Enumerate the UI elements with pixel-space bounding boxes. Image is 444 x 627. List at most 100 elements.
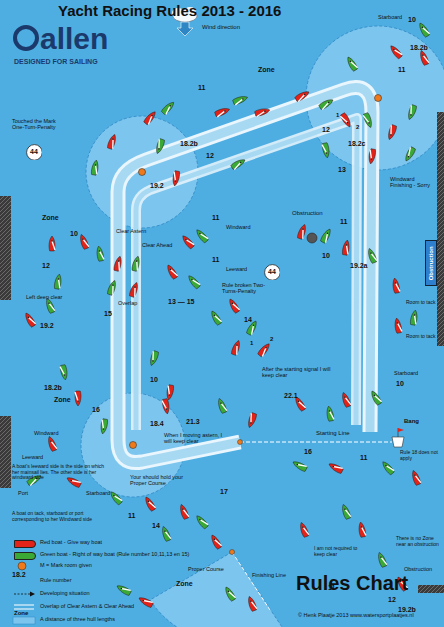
rule-number: 11 [212,256,219,264]
note-label: Wind direction [202,24,240,31]
note-label: Zone [176,580,193,588]
note-label: There is no Zone near an obstruction [396,536,442,547]
note-label: A boat on tack, starboard or port corres… [12,511,112,522]
note-label: After the starting signal I will keep cl… [262,366,334,378]
rule-number: 15 [104,310,112,318]
rule-number: 12 [42,262,50,270]
penalty-circle: 44 [264,264,281,281]
legend-item: Green boat - Right of way boat (Rule num… [12,550,242,560]
rule-number: 18.2c [348,140,366,148]
rule-number: 10 [408,16,416,24]
legend-item: Rule number [12,576,242,586]
note-label: Zone [258,66,275,74]
note-label: Starboard [378,14,402,20]
legend-text: Green boat - Right of way boat (Rule num… [40,551,189,557]
note-label: Starboard [86,490,110,496]
legend-sample [12,561,36,571]
rule-number: 14 [152,522,160,530]
note-label: I am not required to keep clear [314,546,368,557]
rule-number: 18.2b [410,44,428,52]
node-text: 44 [30,148,38,156]
legend-item: A distance of three hull lengths [12,615,242,625]
rule-number: 1 [250,340,253,347]
note-label: Leeward [226,266,247,272]
rule-number: 16 [304,448,312,456]
note-label: Windward Finishing - Sorry [390,176,436,188]
rule-number: 22.1 [284,392,298,400]
note-label: Clear Ahead [142,242,172,248]
legend-swatch [14,540,36,548]
note-label: Clear Astern [116,228,146,234]
rule-number: 1 [336,112,339,119]
rule-number: 2 [270,336,273,343]
rule-number: 18.4 [150,420,164,428]
rule-number: 14 [244,316,252,324]
rule-number: 2 [356,124,359,131]
legend-swatch [14,552,36,560]
note-label: A boat's leeward side is the side on whi… [12,464,112,481]
chart-title: Yacht Racing Rules 2013 - 2016 [58,3,281,20]
rule-number: allen [40,22,108,55]
note-label: When I moving astern, I will keep clear [164,432,230,444]
rule-number: 11 [398,66,405,74]
note-label: Left deep clear [26,294,62,300]
penalty-circle: 44 [26,144,43,161]
rule-number: 11 [340,218,347,226]
rule-number: 10 [322,252,330,260]
legend-text: Overlap of Clear Astern & Clear Ahead [40,603,134,609]
rule-number: 11 [360,454,367,462]
note-label: © Henk Plaatje 2013 www.watersportplaatj… [298,612,414,618]
note-label: Touched the Mark One-Turn-Penalty [12,118,68,130]
rule-number: 10 [396,380,404,388]
legend-sample [12,602,36,612]
note-label: Room to tack [406,300,435,306]
note-label: Rule broken Two-Turns-Penalty [222,282,266,294]
note-label: Room to tack [406,334,435,340]
rule-number: 18.2b [180,140,198,148]
rule-number: 17 [220,488,228,496]
note-label: Rules Chart [296,572,408,594]
note-label: Zone [14,610,28,617]
legend-text: A distance of three hull lengths [40,616,115,622]
rule-number: 11 [212,214,219,222]
rule-number: 18.2b [44,384,62,392]
rule-number: 19.2 [40,322,54,330]
rule-number: 10 [150,376,158,384]
rule-number: 13 — 15 [168,298,194,306]
legend-text: M = Mark room given [40,562,92,568]
rule-number: 12 [322,126,330,134]
legend-item: Overlap of Clear Astern & Clear Ahead [12,602,242,612]
note-label: Windward [226,224,250,230]
note-label: Starting Line [316,430,350,437]
note-label: Rule 18 does not apply [400,450,440,461]
legend-text: Rule number [40,577,72,583]
note-label: Your should hold your Proper Course [130,474,188,486]
note-label: Finishing Line [252,572,286,578]
rule-number: 11 [198,84,205,92]
note-label: Bang [404,418,419,425]
note-label: Port [18,490,28,496]
obstruction-bar: Obstruction [425,240,438,286]
rule-number: 16 [92,406,100,414]
legend-item: M = Mark room given [12,561,242,571]
rule-number: 21.3 [186,418,200,426]
note-label: Zone [54,396,71,404]
rule-number: 12 [206,152,214,160]
note-label: Zone [42,214,59,222]
note-label: Leeward [22,454,43,460]
note-label: DESIGNED FOR SAILING [14,58,98,66]
rule-number: 13 [338,166,346,174]
rule-number: 19.2a [350,262,368,270]
legend-item: Developing situation [12,589,242,599]
note-label: Overlap [118,300,137,306]
note-label: Windward [34,430,58,436]
rule-number: 10 [70,230,78,238]
rule-number: 12 [388,596,396,604]
note-label: Proper Course [188,566,224,572]
node-text: Obstruction [428,246,435,280]
legend-item: Red boat - Give way boat [12,538,242,548]
note-label: Obstruction [404,566,432,572]
